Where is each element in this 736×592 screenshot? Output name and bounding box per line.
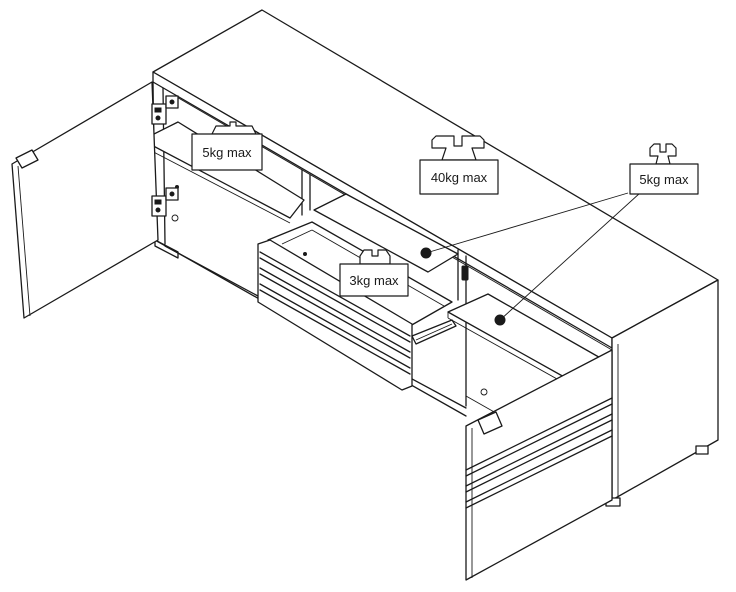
weight-icon — [211, 121, 257, 135]
drawer-front-slats — [259, 251, 411, 375]
bottom-hinge — [151, 187, 179, 217]
weight-badge-left-shelf: 5kg max — [191, 121, 263, 171]
leader-line-top — [425, 192, 629, 254]
left-shelf-load-label: 5kg max — [202, 145, 252, 160]
right-door-panel — [465, 349, 613, 581]
leader-line-shelf — [499, 192, 641, 321]
right-shelf-front — [447, 317, 567, 385]
drawer-load-label: 3kg max — [349, 273, 399, 288]
weight-badge-drawer: 3kg max — [339, 249, 409, 297]
drawer-inner-back — [281, 229, 313, 245]
right-door-handle — [477, 411, 503, 435]
weight-badge-top: 40kg max — [419, 135, 499, 195]
right-shelves-load-label: 5kg max — [639, 172, 689, 187]
weight-label-box — [629, 163, 699, 195]
right-door — [465, 349, 613, 581]
weight-icon — [431, 135, 485, 161]
weight-icon — [359, 249, 391, 265]
cabinet-foot-back-right — [695, 445, 709, 455]
left-door-panel — [11, 81, 159, 319]
door-latch — [461, 265, 469, 281]
right-shelf-pin-hole — [480, 388, 488, 396]
right-door-slats — [465, 397, 613, 509]
weight-label-box — [339, 263, 409, 297]
left-door — [11, 81, 179, 319]
cabinet-foot-left — [154, 239, 179, 259]
drawer-front — [257, 239, 413, 391]
drawer-screw — [303, 252, 307, 256]
left-door-handle — [15, 149, 39, 169]
middle-compartment — [313, 193, 469, 407]
top-hinge — [151, 95, 179, 125]
left-door-edge — [17, 165, 31, 317]
leader-lines — [425, 192, 641, 321]
top-surface-load-label: 40kg max — [431, 170, 488, 185]
shelf-pin-hole — [171, 214, 179, 222]
drawer-runner-line — [415, 323, 453, 341]
weight-icon — [649, 143, 677, 165]
weight-badge-right: 5kg max — [629, 143, 699, 195]
left-shelf-front — [141, 145, 291, 224]
weight-label-box — [191, 133, 263, 171]
weight-label-box — [419, 159, 499, 195]
